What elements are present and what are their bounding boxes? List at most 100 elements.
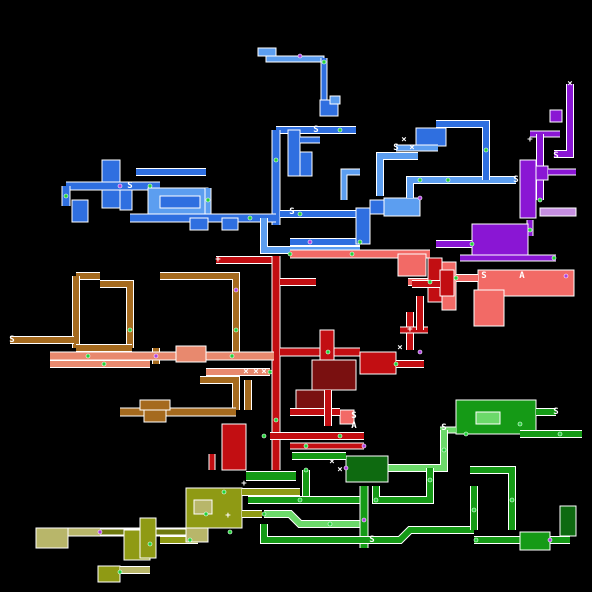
save-room-marker: S <box>289 207 294 217</box>
map-room <box>415 127 447 147</box>
door-marker <box>297 497 303 503</box>
map-corridor-outline <box>200 376 240 410</box>
save-room-marker: S <box>127 181 132 191</box>
map-corridor <box>261 524 364 543</box>
map-room <box>355 207 371 245</box>
door-marker <box>327 521 333 527</box>
map-corridor-outline <box>100 280 134 348</box>
door-marker <box>287 251 293 257</box>
door-marker <box>463 431 469 437</box>
blocked-marker: × <box>261 367 266 377</box>
door-marker <box>307 239 313 245</box>
door-marker <box>517 421 523 427</box>
save-room-marker: S <box>369 535 374 545</box>
door-marker <box>273 157 279 163</box>
door-marker <box>85 353 91 359</box>
door-marker <box>551 255 557 261</box>
door-marker <box>373 497 379 503</box>
map-room <box>221 217 239 231</box>
map-room <box>175 345 207 363</box>
map-corridor <box>373 468 433 503</box>
door-marker <box>325 349 331 355</box>
door-marker <box>297 211 303 217</box>
map-corridor <box>364 527 474 543</box>
door-marker <box>233 287 239 293</box>
save-room-marker: S <box>313 125 318 135</box>
door-marker <box>471 507 477 513</box>
door-marker <box>147 183 153 189</box>
door-marker <box>127 327 133 333</box>
map-room <box>319 329 335 361</box>
map-room <box>559 505 577 537</box>
map-room <box>287 129 301 177</box>
door-marker <box>261 433 267 439</box>
door-marker <box>349 251 355 257</box>
door-marker <box>297 53 303 59</box>
map-corridor <box>377 153 418 196</box>
map-room <box>139 517 157 559</box>
map-room <box>359 351 397 375</box>
door-marker <box>361 517 367 523</box>
map-corridor <box>470 467 515 530</box>
door-marker <box>537 197 543 203</box>
map-room <box>473 289 505 327</box>
map-room <box>471 223 529 259</box>
area-transfer-marker: A <box>519 271 525 281</box>
map-room <box>475 411 501 425</box>
door-marker <box>509 497 515 503</box>
map-room <box>345 455 389 483</box>
energy-refill-marker: + <box>527 135 533 145</box>
map-corridor-outline <box>160 272 240 356</box>
door-marker <box>343 465 349 471</box>
map-room <box>159 195 201 209</box>
door-marker <box>427 477 433 483</box>
map-corridor <box>100 281 133 348</box>
door-marker <box>187 537 193 543</box>
save-room-marker: S <box>481 271 486 281</box>
door-marker <box>473 537 479 543</box>
blocked-marker: × <box>337 465 342 475</box>
save-room-marker: S <box>553 151 558 161</box>
map-room <box>221 423 247 471</box>
door-marker <box>417 349 423 355</box>
map-room <box>97 565 121 583</box>
map-room <box>193 499 213 515</box>
map-room <box>189 217 209 231</box>
door-marker <box>205 197 211 203</box>
door-marker <box>337 433 343 439</box>
door-marker <box>233 327 239 333</box>
map-room <box>299 151 313 177</box>
blocked-marker: × <box>409 143 414 153</box>
blocked-marker: × <box>243 367 248 377</box>
door-marker <box>453 275 459 281</box>
save-room-marker: S <box>553 407 558 417</box>
energy-refill-marker: + <box>215 255 221 265</box>
map-corridor <box>384 430 447 471</box>
map-room <box>329 95 341 105</box>
door-marker <box>229 353 235 359</box>
door-marker <box>153 353 159 359</box>
save-room-marker: S <box>9 335 14 345</box>
door-marker <box>273 417 279 423</box>
door-marker <box>63 193 69 199</box>
map-room <box>311 359 357 391</box>
door-marker <box>147 541 153 547</box>
map-room <box>397 253 427 277</box>
save-room-marker: S <box>513 175 518 185</box>
door-marker <box>321 59 327 65</box>
map-corridor <box>554 84 573 157</box>
door-marker <box>557 431 563 437</box>
save-room-marker: S <box>351 411 356 421</box>
blocked-marker: × <box>397 343 402 353</box>
door-marker <box>563 273 569 279</box>
door-marker <box>547 537 553 543</box>
blocked-marker: × <box>567 79 572 89</box>
door-marker <box>357 239 363 245</box>
map-room <box>549 109 563 123</box>
area-transfer-marker: A <box>351 421 357 431</box>
map-corridor-outline <box>384 430 448 472</box>
map-room <box>257 47 277 57</box>
map-room <box>535 165 549 181</box>
energy-refill-marker: + <box>407 325 413 335</box>
